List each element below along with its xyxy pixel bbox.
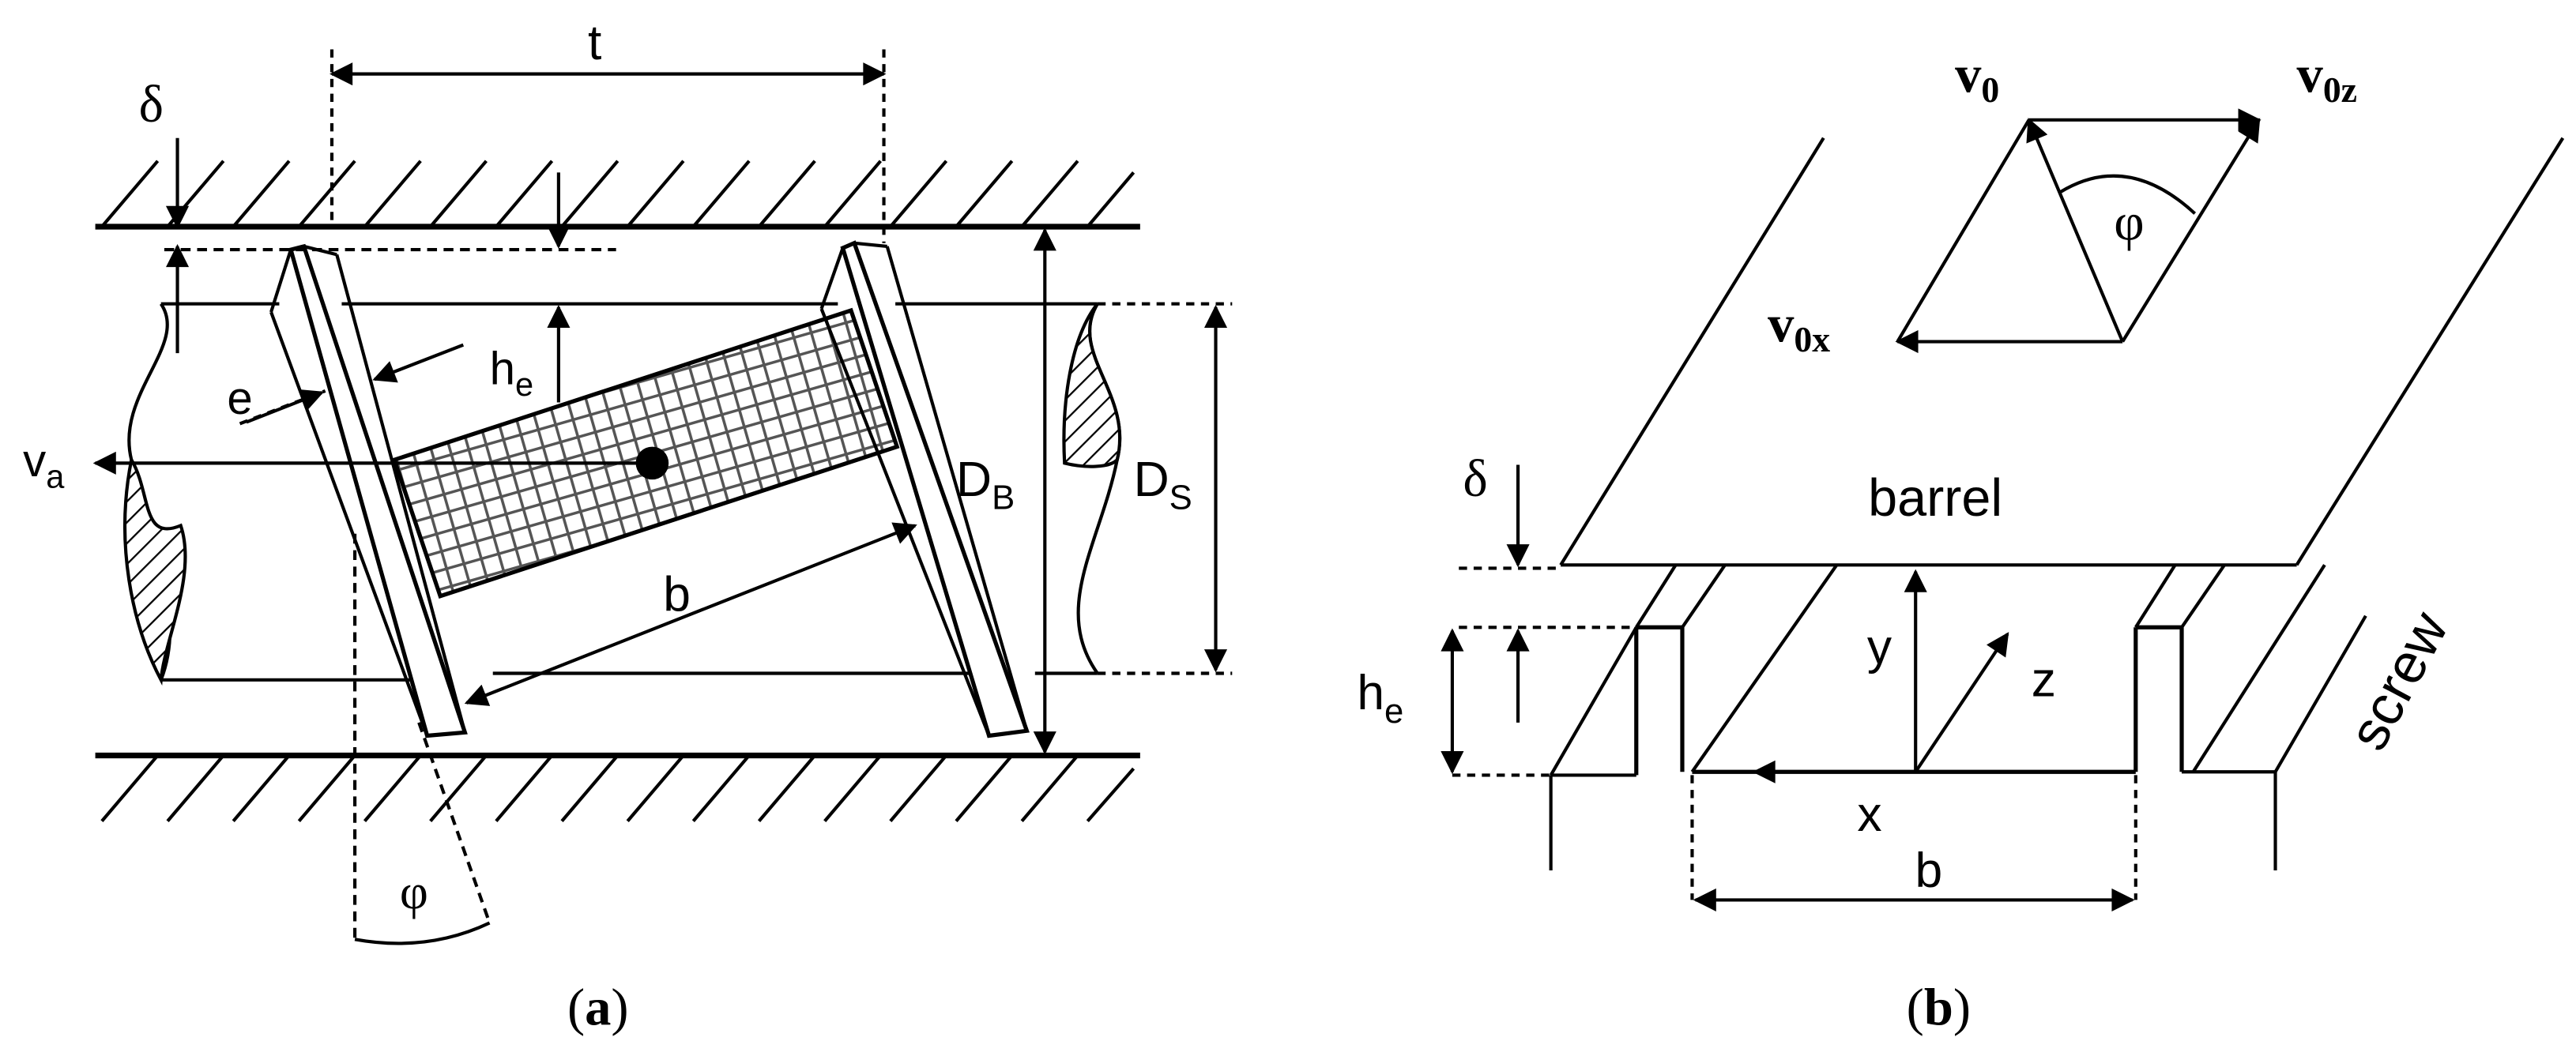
- channel-width-dimension-b: [1690, 775, 2137, 911]
- y-axis-label: y: [1867, 620, 1892, 675]
- helix-angle-marking: [353, 533, 491, 945]
- lower-barrel-wall: [95, 752, 1140, 822]
- screw-diameter-label: DS: [1134, 453, 1192, 517]
- panel-b-unwound-channel: [1441, 108, 2565, 911]
- upper-barrel-wall: [95, 160, 1140, 230]
- v0x-label: v0x: [1768, 296, 1830, 359]
- channel-width-dimension: [464, 522, 917, 706]
- coordinate-axes: [1752, 569, 2009, 784]
- pitch-label: t: [588, 16, 601, 70]
- flight-width-label: e: [227, 373, 252, 424]
- velocity-diagram: [1895, 108, 2262, 354]
- barrel-label: barrel: [1868, 469, 2002, 528]
- x-axis-label: x: [1857, 787, 1881, 842]
- barrel-plate: [1559, 137, 2565, 567]
- v0z-label: v0z: [2297, 47, 2357, 110]
- flight-width-dimension: [239, 343, 465, 426]
- clearance-dimension-b: [1459, 464, 1636, 723]
- screw-channel: [1549, 564, 2367, 870]
- channel-width-label-b: b: [1915, 844, 1942, 898]
- clearance-dimension: [164, 137, 616, 354]
- break-lines: [123, 303, 1122, 686]
- pitch-dimension: [330, 49, 887, 243]
- channel-width-label: b: [663, 567, 691, 622]
- screw-flight-right: [819, 240, 1030, 738]
- screw-label: screw: [2336, 601, 2460, 760]
- panel-b-caption: (b): [1907, 979, 1971, 1036]
- panel-a-caption: (a): [567, 979, 629, 1036]
- panel-b-labels: barrel screw δ he x y z b v0 v0z v0x φ (…: [1357, 47, 2460, 1037]
- screw-diameter-dimension: [1097, 302, 1233, 675]
- channel-depth-label-b: he: [1357, 666, 1403, 731]
- channel-depth-dimension-b: [1441, 628, 1551, 777]
- barrel-diameter-label: DB: [956, 453, 1015, 517]
- axial-velocity-label: va: [23, 435, 65, 495]
- channel-depth-label: he: [490, 344, 534, 404]
- z-axis-label: z: [2032, 653, 2056, 708]
- clearance-label: δ: [139, 76, 164, 133]
- helix-angle-label: φ: [400, 865, 428, 919]
- helix-angle-label-b: φ: [2114, 194, 2144, 252]
- v0-label: v0: [1955, 47, 1999, 110]
- clearance-label-b: δ: [1463, 450, 1487, 508]
- panel-a-labels: t δ e he va DB DS b φ (a): [23, 16, 1192, 1037]
- panel-a-axial-section: [92, 49, 1233, 945]
